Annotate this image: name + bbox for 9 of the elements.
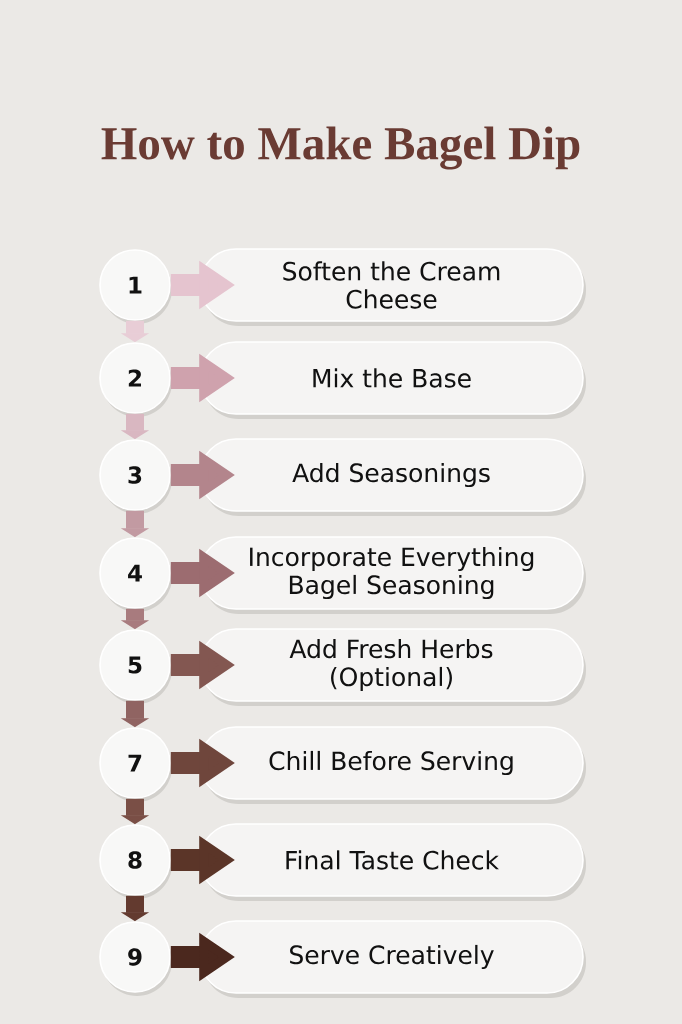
step-box: Chill Before Serving xyxy=(199,726,586,804)
step-box: Incorporate Everything Bagel Seasoning xyxy=(199,536,586,614)
title: How to Make Bagel Dip xyxy=(101,126,580,170)
step-box: Soften the Cream Cheese xyxy=(199,248,586,326)
step-box: Final Taste Check xyxy=(199,823,586,901)
step-box: Add Seasonings xyxy=(199,438,586,516)
step-box: Serve Creatively xyxy=(199,920,586,998)
step-box: Mix the Base xyxy=(199,341,586,419)
step-box: Add Fresh Herbs (Optional) xyxy=(199,628,586,706)
